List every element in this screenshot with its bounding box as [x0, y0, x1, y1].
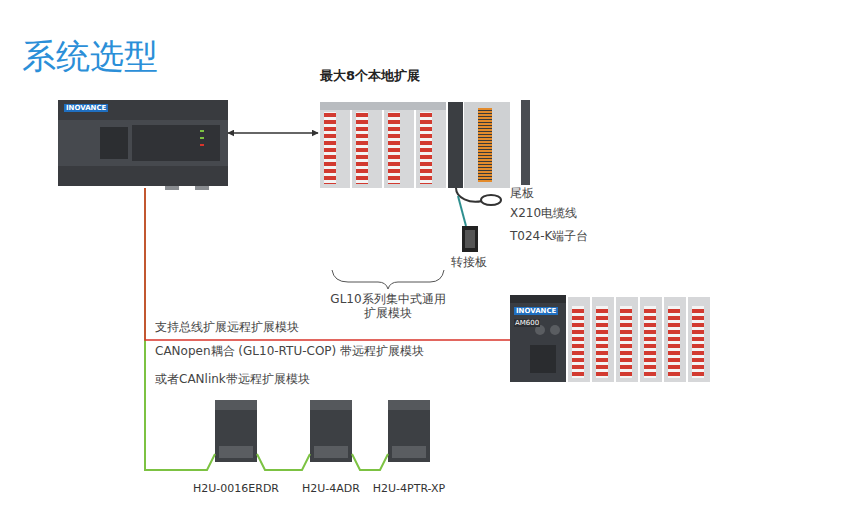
annotation-label: 或者CANlink带远程扩展模块 [155, 372, 310, 386]
module-name: H2U-0016ERDR [193, 482, 279, 495]
terminal-block [572, 306, 584, 378]
device-node: 最大8个本地扩展 [318, 100, 530, 190]
plc-body [58, 100, 228, 186]
brand-badge: INOVANCE [64, 104, 108, 112]
annotation-label: 支持总线扩展远程扩展模块 [155, 320, 299, 334]
plc-terminal-strip [58, 166, 228, 186]
annotation-label: X210电缆线 [510, 206, 577, 220]
terminal-block [668, 306, 680, 378]
h2u-module [215, 400, 257, 462]
device-node: H2U-0016ERDR [215, 400, 257, 462]
device-node: INOVANCE [58, 100, 228, 188]
connector [352, 454, 388, 470]
cable [458, 196, 466, 226]
connector-module [464, 102, 510, 188]
annotation-label: GL10系列集中式通用 扩展模块 [329, 292, 447, 321]
pin-header [478, 108, 492, 182]
module-name: H2U-4ADR [302, 482, 360, 495]
switch [550, 325, 560, 335]
terminal-block [388, 112, 400, 184]
annotation-label: 转接板 [451, 255, 487, 269]
io-module [616, 297, 638, 382]
connector [228, 132, 318, 134]
tail-plate [521, 100, 530, 185]
plc-foot [195, 186, 209, 190]
terminal-block [596, 306, 608, 378]
page-title: 系统选型 [22, 36, 158, 77]
io-module [688, 297, 710, 382]
annotation-label: T024-K端子台 [510, 229, 588, 243]
adapter-face [465, 230, 475, 248]
terminal-block [644, 306, 656, 378]
connector [145, 188, 510, 340]
led [200, 137, 204, 139]
connector [257, 454, 310, 470]
io-module [640, 297, 662, 382]
io-module [416, 102, 446, 188]
cable-coil [481, 195, 501, 205]
io-module [320, 102, 350, 188]
module-top [310, 400, 352, 410]
device-node: H2U-4ADR [310, 400, 352, 462]
terminal-block [324, 112, 336, 184]
terminal-block [692, 306, 704, 378]
led [200, 144, 204, 146]
terminal-block [620, 306, 632, 378]
io-module [568, 297, 590, 382]
module-top [215, 400, 257, 410]
device-node: H2U-4PTR-XP [388, 400, 430, 462]
io-module [352, 102, 382, 188]
model-text: AM600 [514, 319, 540, 327]
module-top [388, 400, 430, 410]
module-name: H2U-4PTR-XP [373, 482, 445, 495]
module-terminal [392, 446, 426, 458]
plc-panel [100, 127, 128, 159]
cpu-module [510, 295, 566, 382]
io-module [384, 102, 414, 188]
io-module [664, 297, 686, 382]
cpu-top [510, 295, 566, 303]
dark-module [448, 102, 463, 188]
module-terminal [219, 446, 253, 458]
annotation-label: CANopen耦合 (GL10-RTU-COP) 带远程扩展模块 [155, 344, 424, 358]
io-module [592, 297, 614, 382]
led [200, 130, 204, 132]
h2u-module [310, 400, 352, 462]
port [530, 345, 556, 373]
h2u-module [388, 400, 430, 462]
module-terminal [314, 446, 348, 458]
annotation-label: 尾板 [510, 186, 534, 200]
plc-foot [165, 186, 179, 190]
brand-badge: INOVANCE [514, 307, 558, 315]
rack-heading: 最大8个本地扩展 [320, 68, 420, 84]
terminal-block [356, 112, 368, 184]
device-node: INOVANCE AM600 [510, 295, 712, 382]
bracket [332, 270, 444, 289]
plc-terminal-strip [58, 100, 228, 120]
module-top [320, 102, 446, 110]
plc-panel [132, 125, 220, 161]
terminal-block [420, 112, 432, 184]
adapter-board [462, 226, 478, 252]
